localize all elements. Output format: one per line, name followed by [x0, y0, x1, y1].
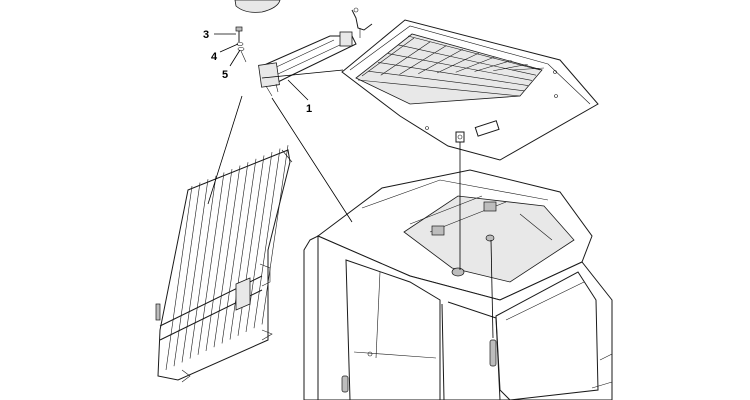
grille-bar [205, 168, 233, 352]
latch-to-handle-line [490, 239, 494, 339]
roof-grid-line [436, 52, 480, 74]
grille-bar [261, 145, 289, 325]
roof-grid-line [367, 70, 525, 92]
roof-grid-line [380, 41, 431, 76]
roof-grid-line [455, 56, 496, 73]
bracket-to-roof-line [261, 69, 344, 79]
callout-4-leader [219, 43, 239, 53]
roof-grid-pattern [357, 35, 545, 97]
operator-cab [303, 169, 613, 400]
grille-bar [213, 165, 241, 348]
callout-1-leader [287, 79, 309, 101]
grille-bar [197, 172, 225, 355]
roof-grid-line [357, 79, 521, 97]
roof-grid-line [511, 67, 545, 71]
grille-bar [181, 179, 209, 363]
mounting-bracket-part-1 [258, 7, 373, 97]
callout-1: 1 [306, 103, 312, 115]
roof-grid-line [377, 62, 529, 86]
bracket-to-cab-line [271, 97, 353, 223]
grille-bar [173, 182, 201, 367]
roof-panel [341, 19, 599, 161]
guard-grille [155, 145, 293, 383]
roof-grid-line [397, 44, 537, 76]
callout-5: 5 [222, 69, 228, 81]
grille-bar [189, 175, 217, 359]
grille-bar [221, 162, 249, 344]
roof-grid-line [407, 35, 541, 71]
bolt-washer-stack [235, 26, 247, 63]
roof-grid-line [387, 53, 533, 81]
roof-grid-line [361, 37, 415, 77]
assembly-lines [207, 69, 494, 339]
callouts: 3 4 5 1 [203, 29, 312, 115]
callout-5-leader [229, 49, 241, 67]
callout-4: 4 [211, 51, 218, 63]
grille-bar [229, 158, 257, 340]
grille-bar [253, 148, 281, 329]
callout-3: 3 [203, 29, 209, 41]
grille-bar [165, 185, 193, 371]
top-cover-part [234, 0, 281, 13]
bracket-to-grille-line [207, 95, 243, 205]
